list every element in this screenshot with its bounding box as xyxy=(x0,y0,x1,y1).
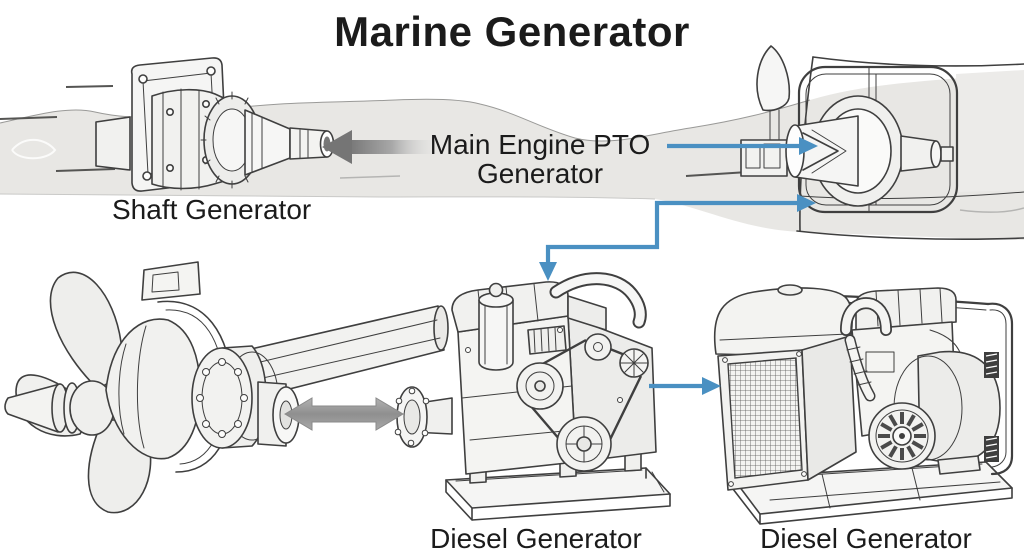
right-arrowhead-icon xyxy=(797,194,816,212)
label-diesel-generator-right: Diesel Generator xyxy=(760,523,972,554)
shaft-coupling-double-arrow xyxy=(284,397,404,431)
gray-arrow-shaft xyxy=(350,140,434,154)
pto-to-stern-arrow xyxy=(667,137,818,155)
right-arrowhead-icon xyxy=(799,137,818,155)
label-diesel-generator-left: Diesel Generator xyxy=(430,523,642,554)
down-arrowhead-icon xyxy=(539,262,557,281)
stern-pto-figure xyxy=(740,45,1024,240)
coupling-bolts xyxy=(196,358,248,438)
diagram-title: Marine Generator xyxy=(334,8,690,55)
diesel-engine-figure xyxy=(394,272,671,521)
speed-lines xyxy=(0,85,749,177)
enclosed-diesel-generator-figure xyxy=(713,284,1014,525)
double-arrow-icon xyxy=(284,397,404,431)
propeller-shaft-generator-figure xyxy=(4,261,449,514)
label-shaft-generator: Shaft Generator xyxy=(112,194,312,225)
blue-elbow-line xyxy=(545,200,799,264)
stern-to-diesel-elbow-arrow xyxy=(539,194,816,281)
label-main-engine-pto-generator: Main Engine PTO Generator xyxy=(429,129,651,189)
diesel-to-genset-arrow xyxy=(649,377,721,395)
right-arrowhead-icon xyxy=(702,377,721,395)
pto-to-shaft-arrow xyxy=(322,130,434,164)
flange-bolts xyxy=(394,387,430,447)
left-arrowhead-icon xyxy=(322,130,352,164)
shaft-generator-figure xyxy=(95,57,335,192)
